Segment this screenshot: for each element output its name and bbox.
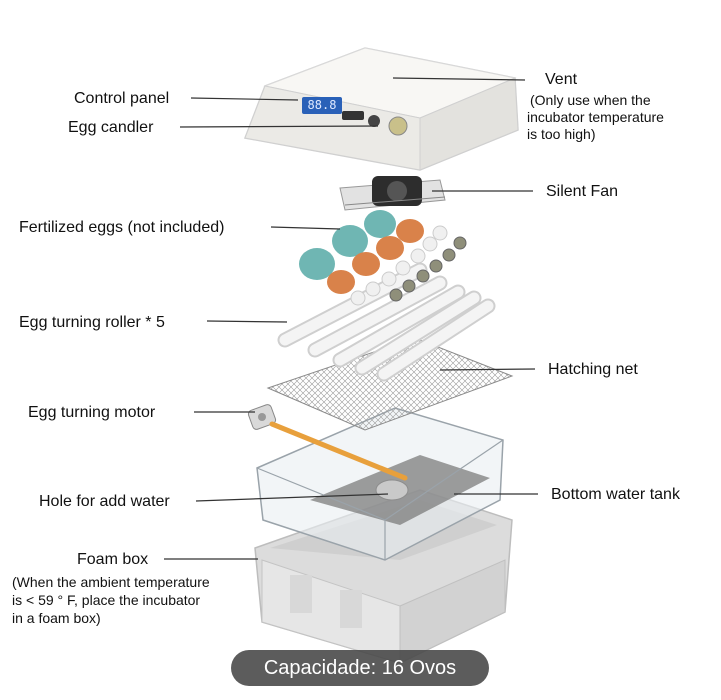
label-fertilized-eggs: Fertilized eggs (not included) [19,219,225,236]
label-vent-note-2: incubator temperature [527,109,664,125]
water-tank [256,407,504,561]
label-hatching-net: Hatching net [548,361,638,378]
label-foam-note-3: in a foam box) [12,610,101,626]
leader-lines [164,77,538,560]
water-hole [375,479,409,501]
silent-fan [339,176,446,211]
label-vent-note-1: (Only use when the [530,92,651,108]
label-vent-note-3: is too high) [527,126,596,142]
display-digits: 88.8 [307,98,337,112]
label-egg-turning-roller: Egg turning roller * 5 [19,314,165,331]
label-bottom-water-tank: Bottom water tank [551,486,680,503]
hatching-net [266,337,514,431]
motor-rod [269,421,408,481]
capacity-caption: Capacidade: 16 Ovos [231,650,489,686]
label-foam-box: Foam box [77,551,149,568]
fertilized-eggs [299,210,467,306]
label-control-panel: Control panel [74,90,170,107]
label-egg-candler: Egg candler [68,119,154,136]
candler-button [368,115,380,127]
label-foam-note-2: is < 59 ° F, place the incubator [12,592,201,608]
label-vent: Vent [545,71,578,88]
label-foam-note-1: (When the ambient temperature [12,574,210,590]
egg-candler-light [388,116,408,136]
incubator-lid [243,47,519,171]
egg-turning-rollers [277,262,496,382]
label-silent-fan: Silent Fan [546,183,619,200]
egg-turning-motor [247,404,408,481]
label-hole-for-water: Hole for add water [39,493,170,510]
temperature-display [302,97,342,114]
label-egg-turning-motor: Egg turning motor [28,404,156,421]
